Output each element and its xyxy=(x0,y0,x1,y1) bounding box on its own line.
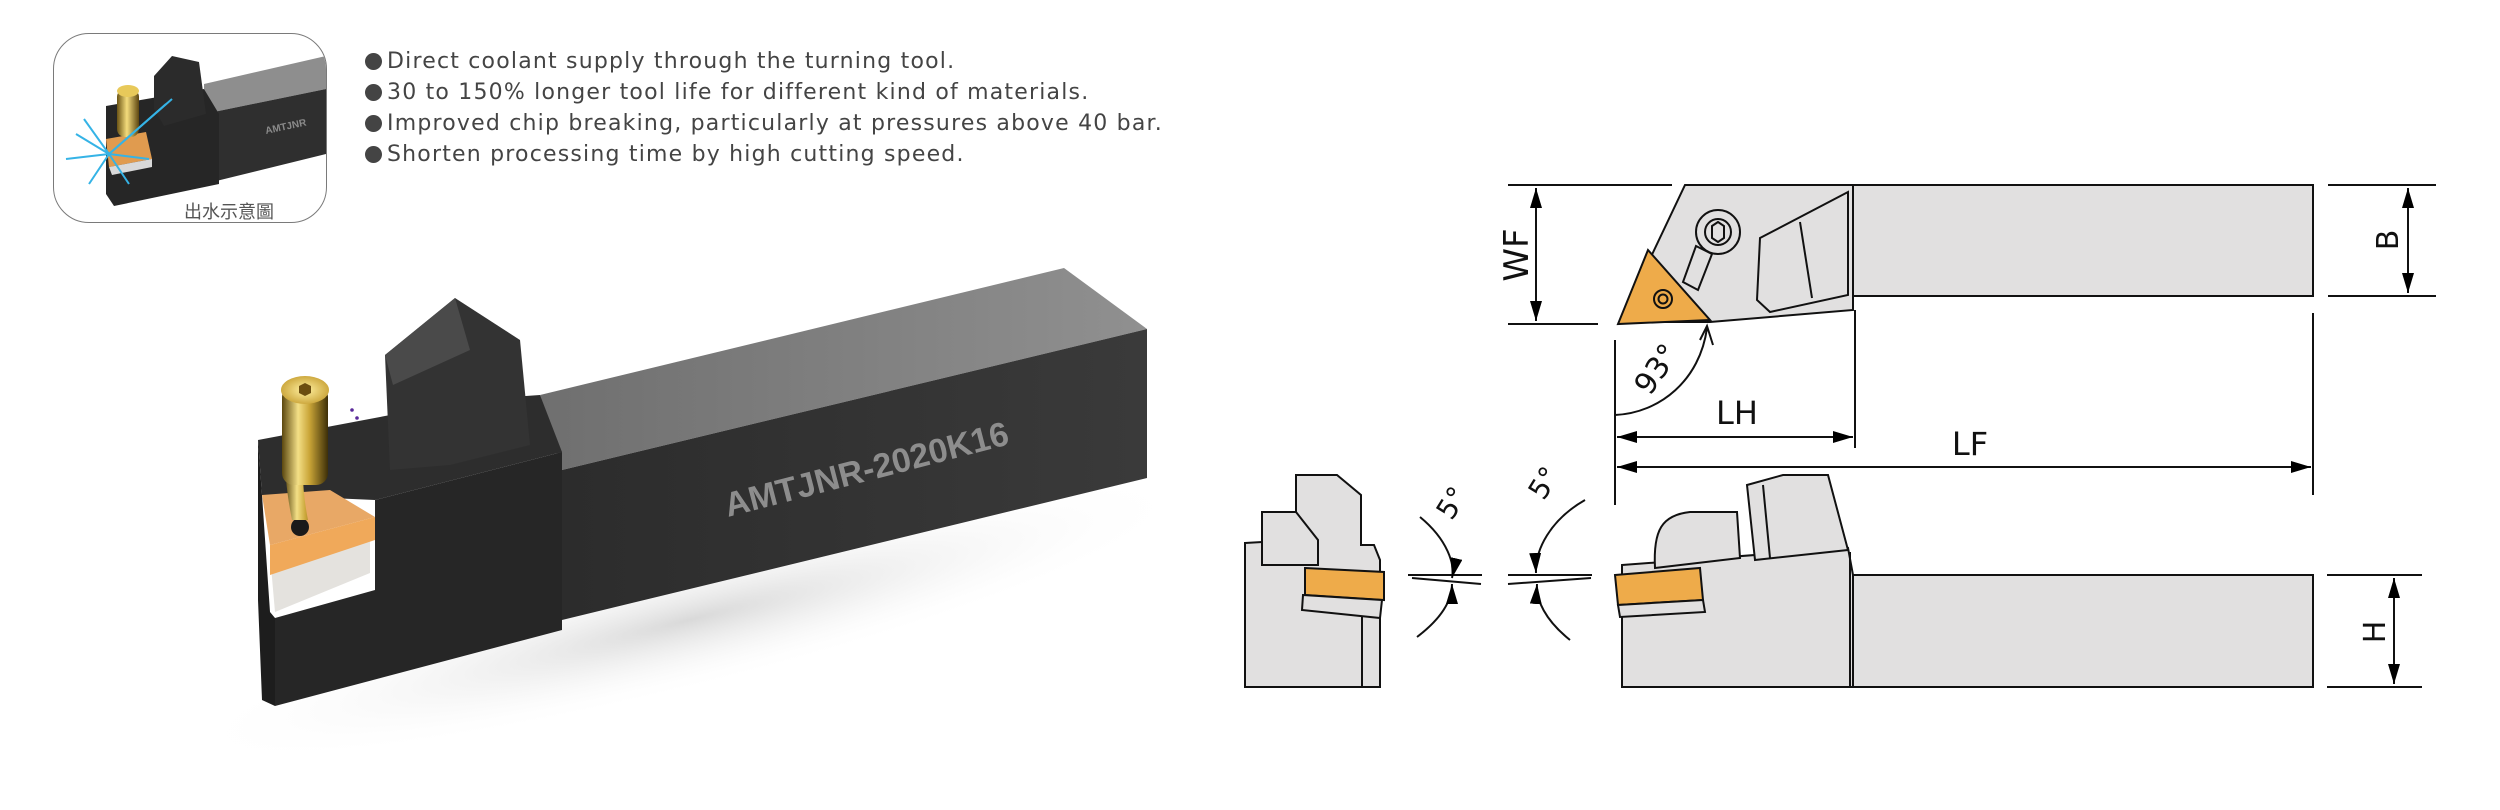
thumb-coolant-jets xyxy=(65,98,173,185)
gold-clamp-cylinder xyxy=(282,385,328,485)
end-view-shim xyxy=(1300,593,1384,620)
approach-angle-arc xyxy=(1614,327,1708,416)
thumb-shank-top xyxy=(204,56,326,114)
lh-label: LH xyxy=(1716,394,1758,432)
head-front-face xyxy=(275,452,562,706)
end-clearance-label: 5° xyxy=(1430,481,1475,525)
bullet-icon xyxy=(365,146,382,163)
top-view-insert-screw xyxy=(1653,289,1673,309)
bullet-icon xyxy=(365,115,382,132)
end-clearance-angle-line xyxy=(1411,577,1482,585)
b-label: B xyxy=(2371,230,2406,251)
thumb-clamp-block xyxy=(154,56,206,126)
approach-angle-arrow xyxy=(1699,323,1714,346)
side-view-insert xyxy=(1613,566,1705,607)
coolant-thumbnail-render: AMTJNR xyxy=(65,56,326,206)
ground-shadow xyxy=(185,477,1195,763)
feature-item: 30 to 150% longer tool life for differen… xyxy=(365,77,1163,108)
insert-screw-icon xyxy=(291,518,309,536)
coolant-hole-icon xyxy=(350,408,354,412)
thumb-clamp-screw xyxy=(117,85,139,97)
top-view-clamp-arm xyxy=(1681,244,1714,292)
side-view-head xyxy=(1621,546,1854,688)
hex-socket-icon xyxy=(299,383,311,396)
end-view-insert xyxy=(1304,566,1385,602)
side-clearance-label: 5° xyxy=(1522,461,1567,505)
shank-front-face xyxy=(562,329,1147,620)
lf-label: LF xyxy=(1952,425,1988,463)
insert-front-face xyxy=(270,517,375,575)
thumbnail-caption: 出水示意圖 xyxy=(184,202,274,223)
side-view-clamp-block xyxy=(1745,474,1850,562)
feature-text: 30 to 150% longer tool life for differen… xyxy=(387,80,1090,105)
end-view-clamp xyxy=(1261,511,1319,566)
coolant-hole-icon xyxy=(355,416,359,420)
end-clearance-arc-bottom xyxy=(1416,583,1458,638)
approach-angle-label: 93° xyxy=(1628,338,1687,402)
side-clearance-angle-line xyxy=(1507,577,1592,585)
top-view-clamp-block xyxy=(1755,190,1849,314)
feature-text: Shorten processing time by high cutting … xyxy=(387,142,965,167)
side-view-shim xyxy=(1616,598,1707,619)
top-view-clamp-line xyxy=(1799,221,1813,299)
product-render: AMTJNR-2020K16 xyxy=(185,268,1195,763)
end-clearance-arc-top xyxy=(1419,516,1463,579)
h-label: H xyxy=(2358,621,2393,644)
feature-item: Improved chip breaking, particularly at … xyxy=(365,108,1163,139)
top-view-clamp-screw-inner xyxy=(1704,218,1732,246)
side-clearance-arc-bottom xyxy=(1529,583,1571,641)
wf-label: WF xyxy=(1497,228,1537,281)
feature-item: Direct coolant supply through the turnin… xyxy=(365,46,1163,77)
shank-top-face xyxy=(540,268,1147,470)
thumb-gold-clamp xyxy=(117,89,139,137)
hex-socket-icon xyxy=(1711,220,1725,244)
feature-item: Shorten processing time by high cutting … xyxy=(365,139,1163,170)
clamp-block-top xyxy=(385,298,470,385)
top-view-insert-screw-inner xyxy=(1657,293,1669,305)
feature-text: Improved chip breaking, particularly at … xyxy=(387,111,1163,136)
side-view-clamp xyxy=(1653,511,1742,570)
side-clearance-arc-top xyxy=(1529,499,1586,574)
coolant-thumbnail: AMTJNR 出水示意圖 xyxy=(53,33,327,223)
top-view-shank xyxy=(1852,184,2314,297)
thumb-shank-front xyxy=(204,89,326,184)
top-view-clamp-screw xyxy=(1695,209,1741,255)
feature-text: Direct coolant supply through the turnin… xyxy=(387,49,956,74)
bullet-icon xyxy=(365,53,382,70)
feature-list: Direct coolant supply through the turnin… xyxy=(365,46,1163,170)
head-end-face xyxy=(258,440,275,706)
bullet-icon xyxy=(365,84,382,101)
side-view-clamp-line xyxy=(1762,484,1771,559)
top-view-insert xyxy=(1616,248,1713,326)
side-view-shank xyxy=(1852,574,2314,688)
